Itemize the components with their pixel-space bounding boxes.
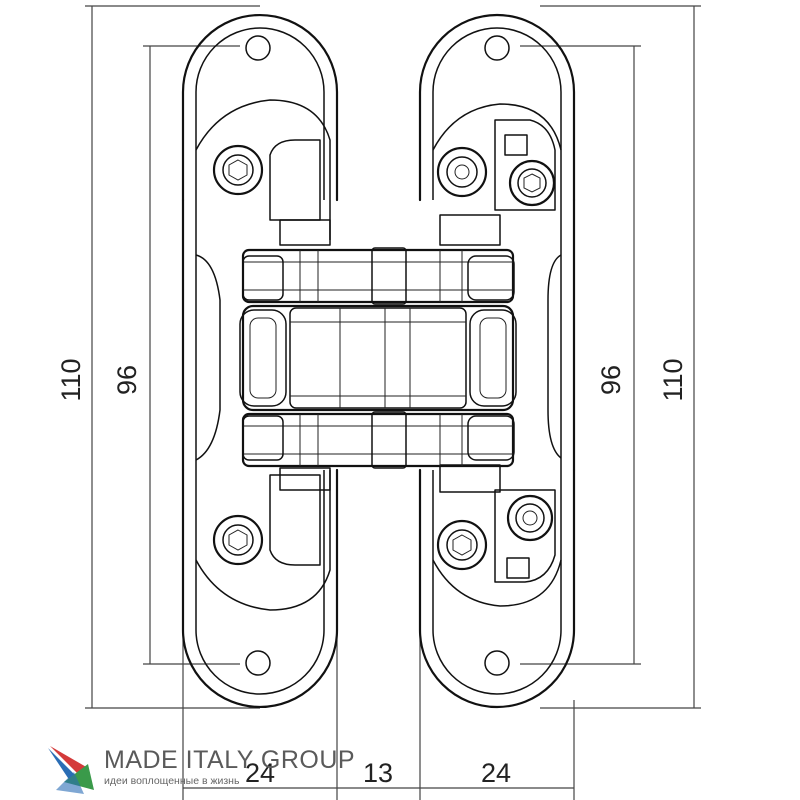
- dim-width-left: 24: [245, 758, 275, 788]
- brand-watermark: MADE ITALY GROUP идеи воплощенные в жизн…: [44, 738, 374, 798]
- dim-height-inner-left: 96: [112, 365, 142, 395]
- dim-height-inner-right: 96: [596, 365, 626, 395]
- left-hinge-plate: [181, 13, 339, 709]
- brand-name: MADE ITALY GROUP: [104, 746, 356, 774]
- mounting-hole-icon: [245, 35, 271, 61]
- brand-tagline: идеи воплощенные в жизнь: [104, 775, 240, 787]
- dimension-lines: [85, 5, 701, 800]
- hinge-mechanism: [239, 247, 517, 469]
- right-hinge-plate: [418, 13, 576, 709]
- mounting-hole-icon: [484, 650, 510, 676]
- dim-height-outer-left: 110: [56, 358, 86, 401]
- dim-width-right: 24: [481, 758, 511, 788]
- mounting-hole-icon: [484, 35, 510, 61]
- mounting-hole-icon: [245, 650, 271, 676]
- brand-logo-icon: [48, 746, 94, 794]
- dim-height-outer-right: 110: [658, 358, 688, 401]
- dim-width-gap: 13: [363, 758, 393, 788]
